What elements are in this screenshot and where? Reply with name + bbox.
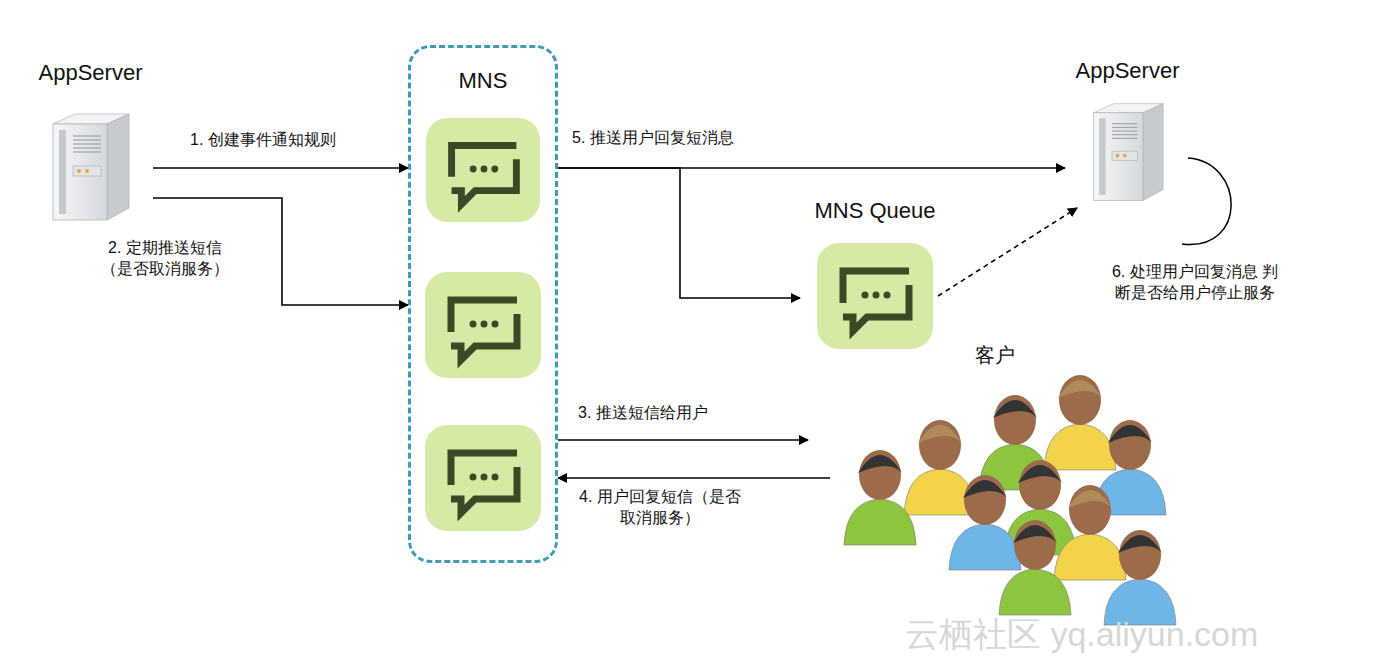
connector [153, 167, 408, 169]
edge-label: 5. 推送用户回复短消息 [572, 128, 802, 149]
edge-label: 3. 推送短信给用户 [578, 403, 758, 424]
edge-label: 2. 定期推送短信（是否取消服务） [95, 238, 235, 280]
message-icon [423, 420, 543, 536]
node-label: AppServer [28, 60, 153, 86]
server-node: AppServer [28, 58, 153, 230]
server-node: AppServer [1065, 58, 1190, 208]
connector [558, 168, 800, 298]
connector [558, 477, 830, 479]
edge-label: 1. 创建事件通知规则 [190, 130, 400, 151]
connector [938, 208, 1077, 296]
message-icon [423, 266, 543, 384]
node-label: 客户 [975, 342, 1015, 369]
node-label: MNS Queue [800, 198, 950, 224]
step-note: 6. 处理用户回复消息 判断是否给用户停止服务 [1110, 262, 1280, 304]
server-icon [45, 110, 135, 225]
service-group: MNS [408, 45, 558, 563]
people-illustration [830, 342, 1190, 627]
message-icon [815, 238, 935, 354]
node-label: AppServer [1065, 58, 1190, 84]
server-icon [1085, 100, 1170, 205]
connector [558, 439, 808, 441]
customer-group: 客户 [830, 342, 1190, 627]
message-icon [423, 116, 543, 224]
node-label: MNS [411, 68, 555, 94]
queue-node: MNS Queue [800, 198, 950, 358]
self-loop [1182, 158, 1231, 245]
watermark: 云栖社区 yq.aliyun.com [905, 612, 1375, 656]
edge-label: 4. 用户回复短信（是否取消服务） [572, 487, 748, 529]
